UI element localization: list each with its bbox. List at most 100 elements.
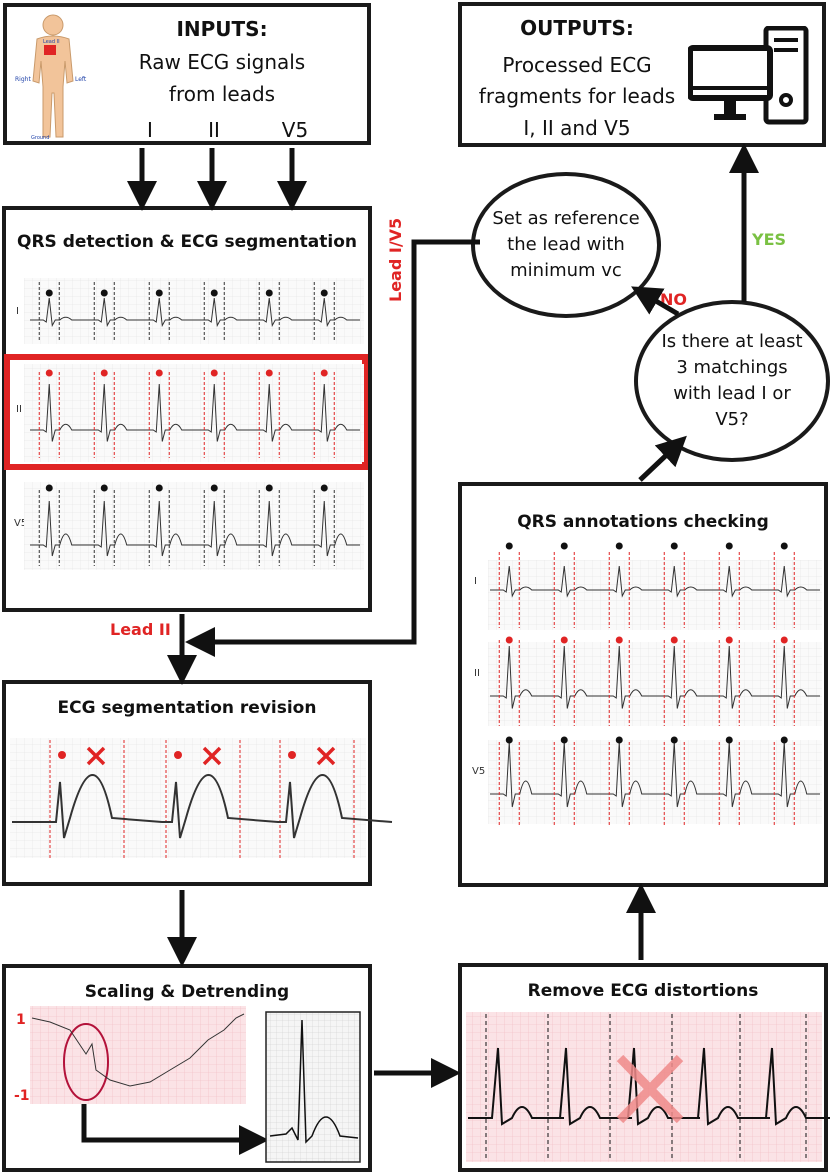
qrs-lead-ii-qrs-dot bbox=[320, 369, 328, 377]
check-lead-v5-qrs-dot bbox=[560, 736, 568, 744]
lead-v5-label: V5 bbox=[14, 518, 28, 529]
qrs-detection-title: QRS detection & ECG segmentation bbox=[17, 232, 357, 252]
outputs-line3: I, II and V5 bbox=[523, 116, 631, 140]
qrs-lead-ii-qrs-dot bbox=[45, 369, 53, 377]
qrs-strip-ii bbox=[24, 364, 364, 462]
qrs-lead-v5-qrs-dot bbox=[100, 484, 108, 492]
revision-qrs-dot bbox=[58, 751, 66, 759]
qrs-lead-ii-trace bbox=[30, 383, 360, 442]
scaling-detrending-title: Scaling & Detrending bbox=[84, 982, 290, 1002]
input-lead-ii: II bbox=[208, 118, 220, 142]
input-lead-i: I bbox=[147, 118, 153, 142]
axis-top-label: 1 bbox=[16, 1012, 26, 1028]
lead-i-label: I bbox=[16, 306, 19, 317]
revision-cross-icon bbox=[86, 746, 106, 766]
qrs-lead-ii-qrs-dot bbox=[155, 369, 163, 377]
outputs-box: OUTPUTS: Processed ECG fragments for lea… bbox=[458, 2, 826, 147]
qrs-lead-v5-qrs-dot bbox=[155, 484, 163, 492]
yes-edge-label: YES bbox=[752, 230, 787, 249]
qrs-lead-ii-qrs-dot bbox=[100, 369, 108, 377]
outputs-line2: fragments for leads bbox=[478, 84, 676, 108]
check-lead-v5-qrs-dot bbox=[505, 736, 513, 744]
check-lead-i-label: I bbox=[474, 576, 477, 587]
input-arrows bbox=[127, 148, 307, 211]
check-lead-ii-qrs-dot bbox=[560, 636, 568, 644]
checking-to-decision-arrow bbox=[638, 435, 687, 482]
qrs-lead-i-qrs-dot bbox=[155, 289, 163, 297]
input-lead-v5: V5 bbox=[281, 118, 309, 142]
checking-strip-ii bbox=[488, 642, 822, 726]
check-lead-i-qrs-dot bbox=[560, 542, 568, 550]
checking-strip-i bbox=[488, 560, 822, 630]
check-lead-i-qrs-dot bbox=[670, 542, 678, 550]
qrs-strip-i bbox=[24, 278, 364, 344]
qrs-lead-i-qrs-dot bbox=[45, 289, 53, 297]
check-lead-v5-qrs-dot bbox=[780, 736, 788, 744]
qrs-lead-v5-qrs-dot bbox=[320, 484, 328, 492]
remove-distortions-title: Remove ECG distortions bbox=[527, 981, 759, 1001]
qrs-lead-i-qrs-dot bbox=[210, 289, 218, 297]
qrs-lead-v5-trace bbox=[30, 500, 360, 557]
axis-bottom-label: -1 bbox=[14, 1088, 30, 1104]
check-lead-i-trace bbox=[490, 565, 820, 598]
revision-cross-icon bbox=[316, 746, 336, 766]
check-lead-v5-label: V5 bbox=[472, 766, 486, 777]
check-lead-v5-qrs-dot bbox=[725, 736, 733, 744]
scaling-bw-strip bbox=[265, 1011, 361, 1163]
scaling-baseline-trace bbox=[31, 1013, 245, 1087]
human-body-figure: Lead II Right Left Ground bbox=[15, 14, 87, 141]
qrs-lead-i-qrs-dot bbox=[265, 289, 273, 297]
remove-trace bbox=[468, 1047, 830, 1126]
ground-label: Ground bbox=[31, 135, 49, 141]
scaling-pink-strip bbox=[30, 1006, 246, 1104]
inputs-title: INPUTS: bbox=[176, 17, 268, 41]
inputs-line1: Raw ECG signals bbox=[138, 50, 306, 74]
qrs-lead-v5-qrs-dot bbox=[45, 484, 53, 492]
inputs-box: Lead II Right Left Ground INPUTS: Raw EC… bbox=[3, 3, 371, 145]
reference-node: Set as reference the lead with minimum v… bbox=[471, 172, 661, 318]
decision-node-text: Is there at least 3 matchings with lead … bbox=[661, 331, 803, 430]
lead-ii-highlight bbox=[4, 354, 368, 470]
check-lead-v5-trace bbox=[490, 741, 820, 808]
revision-trace bbox=[12, 774, 393, 839]
qrs-lead-v5-qrs-dot bbox=[210, 484, 218, 492]
check-lead-ii-qrs-dot bbox=[780, 636, 788, 644]
qrs-lead-ii-qrs-dot bbox=[210, 369, 218, 377]
check-lead-ii-trace bbox=[490, 645, 820, 709]
decision-node: Is there at least 3 matchings with lead … bbox=[634, 300, 830, 462]
reference-node-text: Set as reference the lead with minimum v… bbox=[492, 208, 640, 281]
lead-i-v5-arrow bbox=[185, 239, 480, 657]
left-label: Left bbox=[75, 76, 87, 83]
lead-ii-edge-label: Lead II bbox=[110, 620, 171, 639]
check-lead-ii-qrs-dot bbox=[670, 636, 678, 644]
scaling-highlight-circle bbox=[63, 1023, 109, 1101]
no-edge-label: NO bbox=[660, 290, 687, 309]
computer-icon bbox=[688, 26, 809, 125]
qrs-lead-i-qrs-dot bbox=[100, 289, 108, 297]
scaling-detrended-trace bbox=[269, 1019, 359, 1144]
revision-qrs-dot bbox=[288, 751, 296, 759]
qrs-lead-v5-qrs-dot bbox=[265, 484, 273, 492]
qrs-checking-title: QRS annotations checking bbox=[517, 512, 769, 532]
inputs-line2: from leads bbox=[168, 82, 276, 106]
segmentation-revision-title: ECG segmentation revision bbox=[57, 698, 317, 718]
check-lead-v5-qrs-dot bbox=[615, 736, 623, 744]
right-label: Right bbox=[15, 76, 31, 83]
revision-qrs-dot bbox=[174, 751, 182, 759]
qrs-lead-ii-qrs-dot bbox=[265, 369, 273, 377]
qrs-lead-i-qrs-dot bbox=[320, 289, 328, 297]
check-lead-i-qrs-dot bbox=[780, 542, 788, 550]
revision-cross-icon bbox=[202, 746, 222, 766]
outputs-title: OUTPUTS: bbox=[520, 16, 634, 40]
check-lead-i-qrs-dot bbox=[505, 542, 513, 550]
qrs-strip-v5 bbox=[24, 482, 364, 570]
check-lead-ii-qrs-dot bbox=[615, 636, 623, 644]
check-lead-i-qrs-dot bbox=[615, 542, 623, 550]
check-lead-v5-qrs-dot bbox=[670, 736, 678, 744]
check-lead-ii-label: II bbox=[474, 668, 480, 679]
outputs-line1: Processed ECG bbox=[502, 53, 652, 77]
scaling-inner-arrow bbox=[81, 1100, 269, 1155]
check-lead-ii-qrs-dot bbox=[505, 636, 513, 644]
checking-strip-v5 bbox=[488, 740, 822, 824]
